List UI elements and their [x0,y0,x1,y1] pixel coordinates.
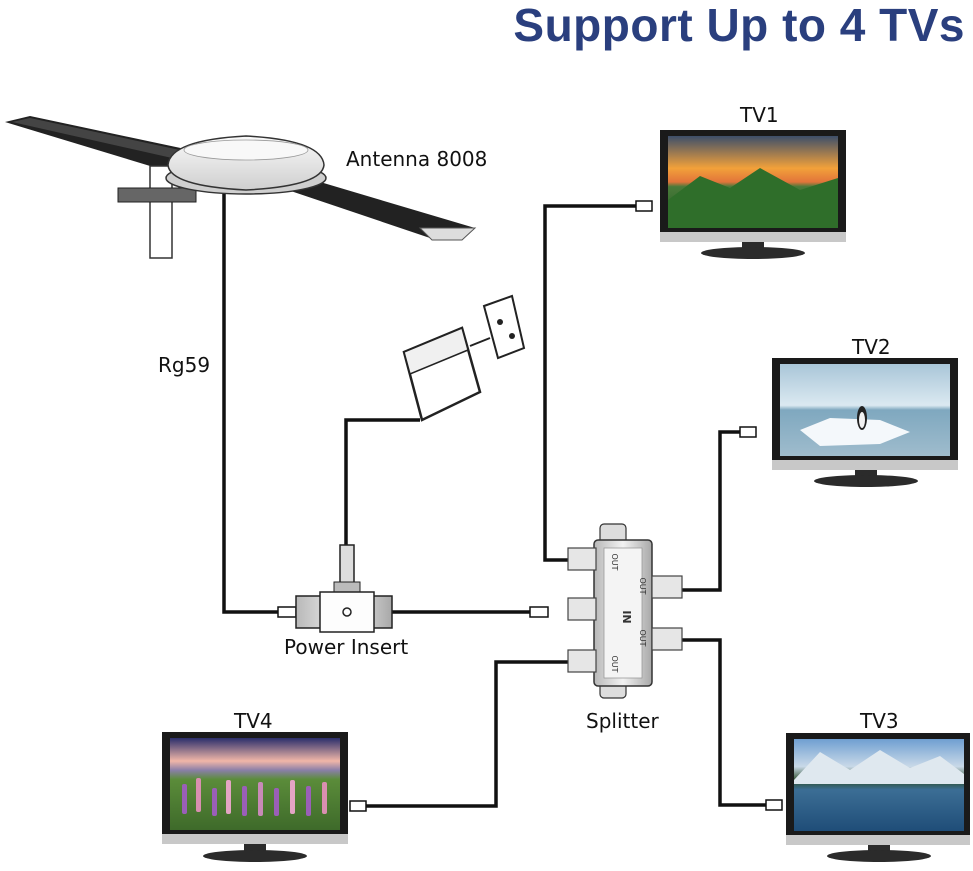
cable-splitter-to-tv4 [356,660,570,808]
cable-label: Rg59 [158,353,211,377]
antenna-bracket [117,187,197,203]
tv3-label: TV3 [860,709,899,733]
connector-tip [765,799,783,811]
tv1-label: TV1 [740,103,779,127]
lupine-flowers [182,778,327,816]
cable-connectors [277,200,783,812]
splitter-port-out-3 [651,627,683,651]
splitter-port-out-4 [567,649,597,673]
cable-splitter-to-tv1 [543,204,640,562]
power-insert-label: Power Insert [284,635,409,659]
tv3-set [786,733,970,862]
splitter-in-text: IN [620,610,633,623]
splitter-out-text: OUT [610,655,619,672]
tv4-set [162,732,348,862]
antenna-right-arm [270,176,475,240]
tv1-stand-neck [742,242,764,250]
connector-tip [277,606,297,618]
splitter-out-text: OUT [638,577,647,594]
tv4-label: TV4 [234,709,273,733]
tv1-stand-base [701,247,805,259]
cables [222,190,772,808]
tv2-stand-base [814,475,918,487]
tv2-stand-neck [855,470,877,478]
antenna-label: Antenna 8008 [346,147,488,171]
antenna-8008 [5,116,477,259]
tv1-set [660,130,846,259]
splitter-port-out-1 [567,547,597,571]
page-title: Support Up to 4 TVs [513,0,965,51]
splitter-label: Splitter [586,709,659,733]
connector-tip [739,426,757,438]
cable-splitter-to-tv3 [682,638,772,807]
splitter-port-in [567,597,597,621]
splitter-out-text: OUT [638,629,647,646]
cable-antenna-to-power-insert [222,190,280,614]
power-adapter [402,294,526,422]
power-insert-device [295,544,393,633]
tv3-stand-base [827,850,931,862]
cable-splitter-to-tv2 [682,430,744,592]
power-insert-plug [339,544,355,586]
connector-tip [529,606,549,618]
cable-adapter-to-power-insert [344,418,420,545]
splitter-out-text: OUT [610,553,619,570]
tv4-stand-base [203,850,307,862]
tv2-set [772,358,958,487]
tv4-stand-neck [244,844,266,852]
connector-tip [349,800,367,812]
splitter-device: IN OUT OUT OUT OUT [567,523,683,699]
connector-tip [635,200,653,212]
wall-plug-plate [482,294,526,360]
tv2-label: TV2 [852,335,891,359]
tv4-screen [170,738,340,830]
tv3-stand-neck [868,845,890,853]
splitter-port-out-2 [651,575,683,599]
